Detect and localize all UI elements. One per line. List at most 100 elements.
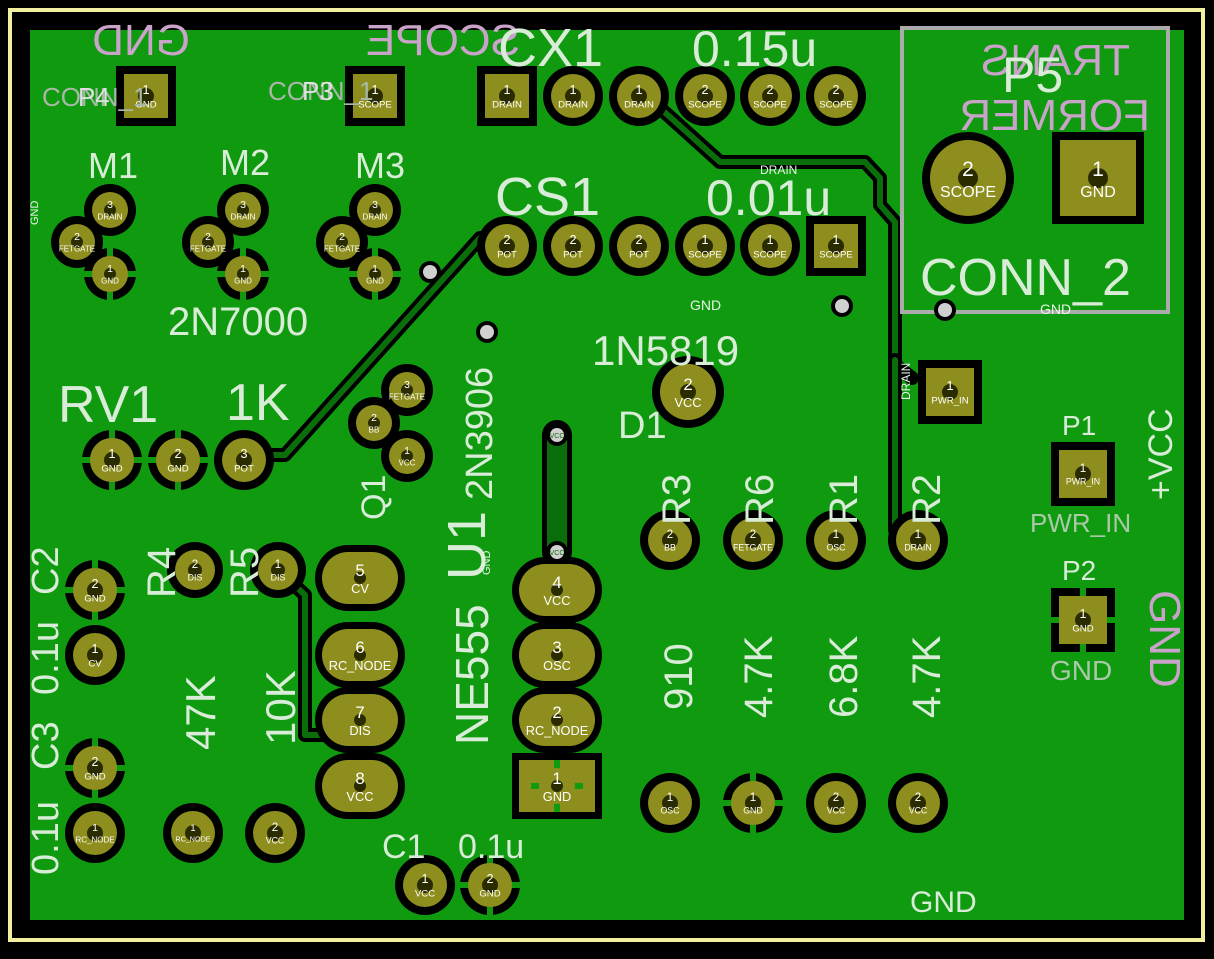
pad-c2-2-net: GND (84, 593, 105, 604)
pad-c3-2-net: GND (84, 771, 105, 782)
pad-m1-drain-net: DRAIN (98, 213, 123, 222)
pad-cx1-5-number: 2 (766, 83, 773, 97)
ref-p2: P2 (1062, 555, 1096, 586)
pad-r5-1-number: 1 (275, 559, 281, 571)
val-c3: 0.1u (25, 801, 67, 875)
pad-p3-1-net: SCOPE (358, 99, 392, 110)
ref-c3: C3 (25, 721, 67, 770)
back-text-former: FORMER (959, 91, 1150, 140)
pad-cx1-6-number: 2 (832, 83, 839, 97)
pad-cs1-1-number: 2 (503, 233, 510, 247)
ref-m1: M1 (88, 145, 138, 186)
pad-res-bot-3-number: 2 (833, 792, 839, 804)
pad-res-top-1-net: BB (664, 542, 676, 552)
back-text-scope: SCOPE (366, 16, 520, 65)
pad-rv1-3-number: 3 (240, 447, 247, 461)
pad-rv1-2-net: GND (167, 463, 188, 474)
pad-r4-1-net: RC_NODE (175, 835, 210, 844)
pad-m3-gate-net: FETGATE (324, 245, 360, 254)
val-r5: 10K (257, 670, 304, 745)
ref-p1: P1 (1062, 410, 1096, 441)
pad-m2-source-net: GND (234, 277, 252, 286)
pad-res-top-2-number: 2 (750, 529, 756, 541)
pad-u1-8-net: VCC (346, 789, 373, 804)
pad-p2-1-number: 1 (1079, 607, 1086, 621)
pad-m3-drain-net: DRAIN (363, 213, 388, 222)
pad-u1-4-net: VCC (543, 593, 570, 608)
ref-r5: R5 (223, 547, 267, 598)
pad-p5-1-number: 1 (1092, 158, 1104, 181)
via-vcc-bottom: VCC (546, 541, 568, 563)
pad-m2-gate-net: FETGATE (190, 245, 226, 254)
gnd-bottom-label: GND (910, 886, 977, 919)
pad-cx1-1-number: 1 (503, 83, 510, 97)
pad-cs1-6-number: 1 (832, 233, 839, 247)
pad-p1-1-net: PWR_IN (1066, 476, 1100, 486)
val-p5: CONN_2 (920, 249, 1131, 307)
pad-p4-1-number: 1 (142, 83, 149, 97)
pad-c2-1-net: CV (88, 658, 102, 669)
pad-r4-1-number: 1 (190, 823, 195, 834)
ref-r3: R3 (655, 474, 699, 525)
pad-res-top-4-number: 1 (915, 529, 921, 541)
pad-d1-2-number: 2 (683, 375, 692, 394)
pad-p2-1-net: GND (1072, 623, 1093, 634)
val-r4: 47K (177, 675, 224, 750)
pad-m1-source-net: GND (101, 277, 119, 286)
pad-c3-1-number: 1 (92, 822, 98, 834)
pad-q1-1-net: VCC (399, 459, 416, 468)
pad-u1-7-number: 7 (355, 703, 364, 722)
pad-m1-gate-net: FETGATE (59, 245, 95, 254)
pad-cs1-2-net: POT (563, 249, 583, 260)
svg-text:VCC: VCC (550, 550, 565, 557)
ref-r1: R1 (822, 474, 866, 525)
pad-rv1-3-net: POT (234, 463, 254, 474)
pad-u1-5-number: 5 (355, 561, 364, 580)
pad-cs1-4-net: SCOPE (688, 249, 722, 260)
pad-cx1-6-net: SCOPE (819, 99, 853, 110)
back-text-trans: TRANS (981, 36, 1130, 85)
pad-r5-1-net: DIS (271, 572, 286, 582)
val-r2: 4.7K (905, 635, 949, 718)
p5-courtyard (900, 26, 1170, 314)
pad-u1-4-number: 4 (552, 573, 561, 592)
via-gnd-2 (476, 321, 498, 343)
pad-m2-source-number: 1 (240, 263, 246, 275)
ref-r2: R2 (905, 474, 949, 525)
pad-r4-1: 1RC_NODE (163, 803, 223, 863)
pad-p5-1-net: GND (1080, 184, 1116, 201)
pad-r4-2-net: DIS (188, 572, 203, 582)
via-gnd-4 (934, 299, 956, 321)
val-cs1: 0.01u (706, 170, 831, 226)
pad-res-bot-1-net: OSC (660, 805, 680, 815)
ref-rv1: RV1 (58, 376, 158, 434)
pad-r5-2-number: 2 (272, 822, 278, 834)
val-p2: GND (1050, 655, 1112, 686)
ref-u1: U1 (437, 511, 497, 580)
fab-p3: CONN_1 (268, 76, 373, 106)
ref-p4: P4 (78, 82, 110, 112)
pad-m2-gate-number: 2 (205, 231, 211, 243)
pad-u1-2: 2RC_NODE (512, 687, 602, 753)
back-silk: GND SCOPE TRANS FORMER GND (92, 16, 1189, 688)
net-gnd-label-2: GND (1040, 301, 1071, 317)
pad-cs1-2-number: 2 (569, 233, 576, 247)
pad-res-bot-3-net: VCC (827, 805, 846, 815)
val-r6: 4.7K (737, 635, 781, 718)
val-cx1: 0.15u (692, 21, 817, 77)
